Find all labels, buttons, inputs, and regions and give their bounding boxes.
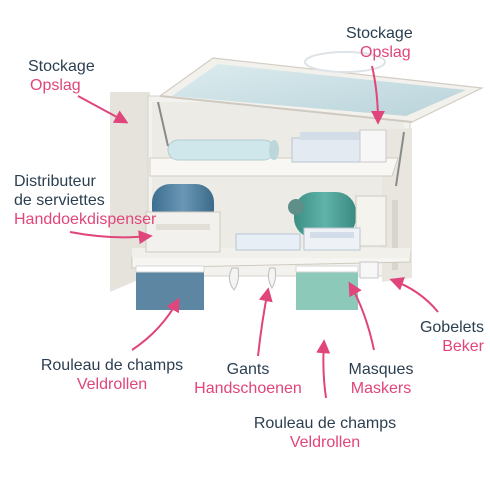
callout-field-roll-bottom-fr: Rouleau de champs [253, 415, 397, 432]
callout-masks-nl: Maskers [350, 380, 412, 397]
callout-cups: Gobelets Beker [402, 318, 484, 356]
callout-gloves-fr: Gants [226, 361, 270, 378]
callout-masks: Masques Maskers [340, 360, 422, 398]
towel-dispenser-unit [145, 184, 221, 253]
callout-towel-dispenser: Distributeur de serviettes Handdoekdispe… [14, 172, 156, 229]
callout-cups-fr: Gobelets [419, 319, 484, 336]
callout-gloves-nl: Handschoenen [194, 380, 302, 397]
callout-storage-top-fr: Stockage [346, 25, 413, 42]
callout-storage-left-nl: Opslag [30, 77, 81, 94]
callout-field-roll-left-fr: Rouleau de champs [40, 357, 184, 374]
callout-field-roll-left-nl: Veldrollen [76, 376, 148, 393]
callout-gloves: Gants Handschoenen [178, 360, 318, 398]
callout-arrows [69, 65, 439, 399]
callout-towel-dispenser-nl: Handdoekdispenser [14, 211, 157, 228]
callout-storage-left-fr: Stockage [28, 58, 95, 75]
callout-towel-dispenser-fr-1: Distributeur [14, 173, 96, 190]
callout-storage-left: Stockage Opslag [28, 57, 95, 95]
callout-field-roll-bottom: Rouleau de champs Veldrollen [232, 414, 418, 452]
callout-cups-nl: Beker [442, 338, 484, 355]
open-lid [157, 51, 485, 187]
upper-shelf-items [167, 129, 387, 163]
callout-field-roll-left: Rouleau de champs Veldrollen [22, 356, 202, 394]
callout-field-roll-bottom-nl: Veldrollen [289, 434, 361, 451]
lower-shelf-items [235, 192, 387, 251]
callout-storage-top-nl: Opslag [360, 44, 411, 61]
callout-storage-top: Stockage Opslag [346, 24, 413, 62]
callout-towel-dispenser-fr-2: de serviettes [14, 192, 105, 209]
callout-masks-fr: Masques [348, 361, 414, 378]
